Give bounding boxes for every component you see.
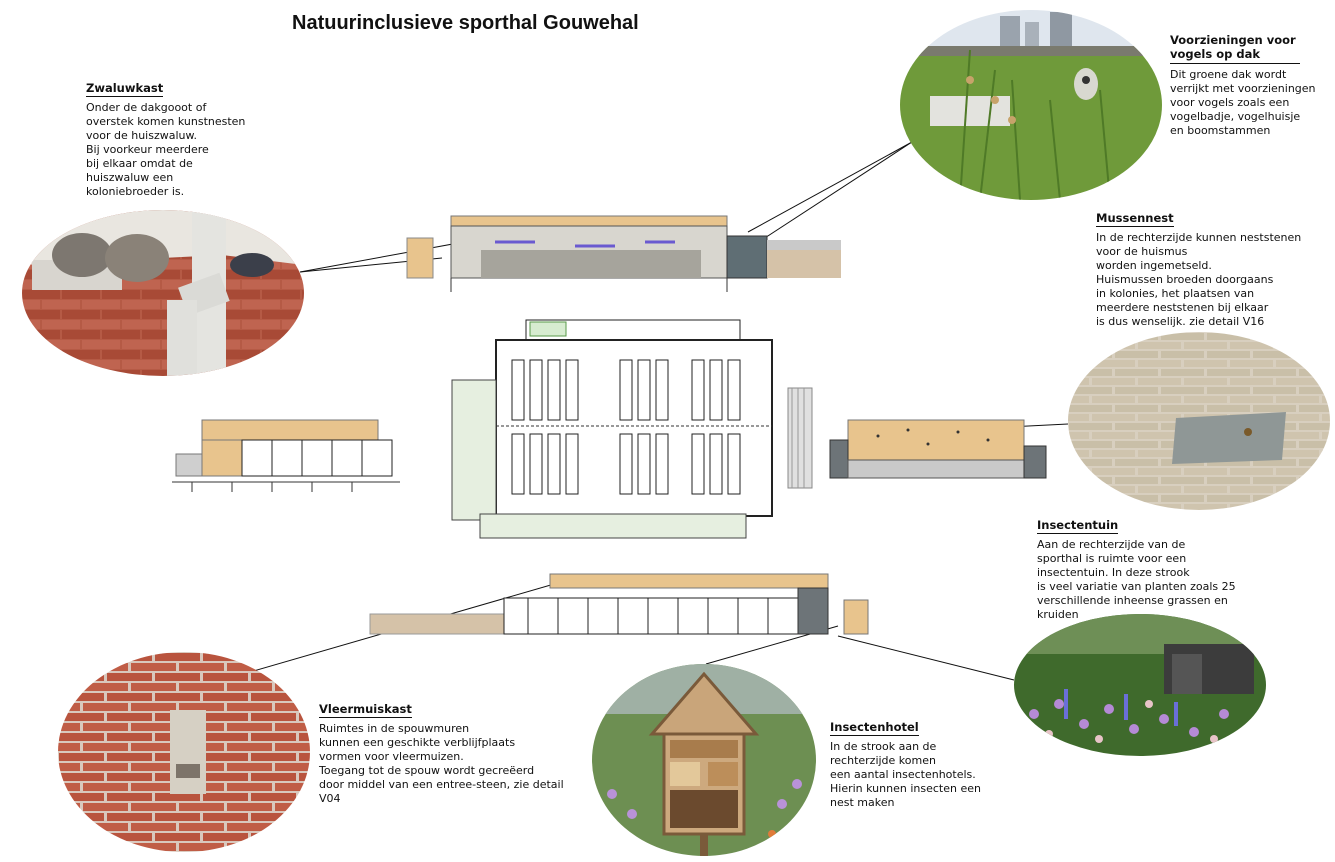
annotation-line: voor vogels zoals een xyxy=(1170,96,1290,109)
sparrow-brick-photo xyxy=(1068,332,1330,510)
annotation-line: voor de huiszwaluw. xyxy=(86,129,197,142)
east-elevation-drawing xyxy=(828,416,1048,480)
annotation-body: Dit groene dak wordt verrijkt met voorzi… xyxy=(1170,68,1330,138)
annotation-line: Aan de rechterzijde van de xyxy=(1037,538,1186,551)
annotation-heading: Zwaluwkast xyxy=(86,81,164,97)
annotation-line: insectentuin. In deze strook xyxy=(1037,566,1190,579)
annotation-line: vogelbadje, vogelhuisje xyxy=(1170,110,1301,123)
annotation-line: koloniebroeder is. xyxy=(86,185,185,198)
annotation-line: overstek komen kunstnesten xyxy=(86,115,246,128)
insect-garden-photo xyxy=(1014,614,1266,756)
annotation-line: Bij voorkeur meerdere xyxy=(86,143,209,156)
annotation-zwaluwkast: Zwaluwkast Onder de dakgooot of overstek… xyxy=(86,77,306,199)
annotation-vleermuiskast: Vleermuiskast Ruimtes in de spouwmuren k… xyxy=(319,698,599,806)
annotation-heading: Mussennest xyxy=(1096,211,1174,227)
green-roof-photo xyxy=(900,10,1162,200)
annotation-line: huiszwaluw een xyxy=(86,171,174,184)
annotation-line: verrijkt met voorzieningen xyxy=(1170,82,1316,95)
annotation-insectenhotel: Insectenhotel In de strook aan de rechte… xyxy=(830,716,1020,810)
floor-plan-drawing xyxy=(450,318,830,540)
page-title: Natuurinclusieve sporthal Gouwehal xyxy=(292,12,639,34)
annotation-line: door middel van een entree-steen, zie de… xyxy=(319,778,564,791)
annotation-line: rechterzijde komen xyxy=(830,754,936,767)
annotation-line: en boomstammen xyxy=(1170,124,1271,137)
annotation-body: In de rechterzijde kunnen neststenen voo… xyxy=(1096,231,1332,329)
annotation-line: een aantal insectenhotels. xyxy=(830,768,976,781)
annotation-line: kruiden xyxy=(1037,608,1079,621)
annotation-line: verschillende inheense grassen en xyxy=(1037,594,1228,607)
annotation-line: voor de huismus xyxy=(1096,245,1188,258)
annotation-body: In de strook aan de rechterzijde komen e… xyxy=(830,740,1020,810)
annotation-line: Huismussen broeden doorgaans xyxy=(1096,273,1274,286)
annotation-line: vormen voor vleermuizen. xyxy=(319,750,464,763)
annotation-body: Aan de rechterzijde van de sporthal is r… xyxy=(1037,538,1307,622)
annotation-line: V04 xyxy=(319,792,341,805)
annotation-line: In de rechterzijde kunnen neststenen xyxy=(1096,231,1302,244)
annotation-line: In de strook aan de xyxy=(830,740,937,753)
annotation-heading-line: vogels op dak xyxy=(1170,47,1260,61)
annotation-body: Onder de dakgooot of overstek komen kuns… xyxy=(86,101,306,199)
annotation-line: worden ingemetseld. xyxy=(1096,259,1212,272)
insect-hotel-photo xyxy=(592,664,816,856)
annotation-line: kunnen een geschikte verblijfplaats xyxy=(319,736,516,749)
annotation-line: Onder de dakgooot of xyxy=(86,101,207,114)
annotation-heading: Insectentuin xyxy=(1037,518,1119,534)
annotation-heading-line: Voorzieningen voor xyxy=(1170,33,1296,47)
annotation-line: sporthal is ruimte voor een xyxy=(1037,552,1187,565)
annotation-line: is veel variatie van planten zoals 25 xyxy=(1037,580,1236,593)
annotation-line: meerdere neststenen bij elkaar xyxy=(1096,301,1269,314)
annotation-line: nest maken xyxy=(830,796,895,809)
annotation-line: Hierin kunnen insecten een xyxy=(830,782,981,795)
annotation-heading: Insectenhotel xyxy=(830,720,919,736)
north-elevation-drawing xyxy=(405,212,845,294)
annotation-vogels: Voorzieningen voor vogels op dak Dit gro… xyxy=(1170,33,1330,138)
bat-brick-photo xyxy=(58,652,310,852)
south-elevation-drawing xyxy=(368,572,872,638)
west-elevation-drawing xyxy=(172,416,400,494)
annotation-insectentuin: Insectentuin Aan de rechterzijde van de … xyxy=(1037,514,1307,622)
swallow-nest-photo xyxy=(22,210,304,376)
annotation-heading: Voorzieningen voor vogels op dak xyxy=(1170,33,1330,64)
leader-insectentuin xyxy=(837,635,1015,681)
annotation-mussennest: Mussennest In de rechterzijde kunnen nes… xyxy=(1096,207,1332,329)
leader-vogels-2 xyxy=(747,141,913,233)
annotation-line: in kolonies, het plaatsen van xyxy=(1096,287,1255,300)
annotation-body: Ruimtes in de spouwmuren kunnen een gesc… xyxy=(319,722,599,806)
annotation-line: bij elkaar omdat de xyxy=(86,157,193,170)
annotation-line: Toegang tot de spouw wordt gecreëerd xyxy=(319,764,535,777)
annotation-heading: Vleermuiskast xyxy=(319,702,412,718)
annotation-line: Dit groene dak wordt xyxy=(1170,68,1287,81)
annotation-line: is dus wenselijk. zie detail V16 xyxy=(1096,315,1265,328)
annotation-line: Ruimtes in de spouwmuren xyxy=(319,722,470,735)
